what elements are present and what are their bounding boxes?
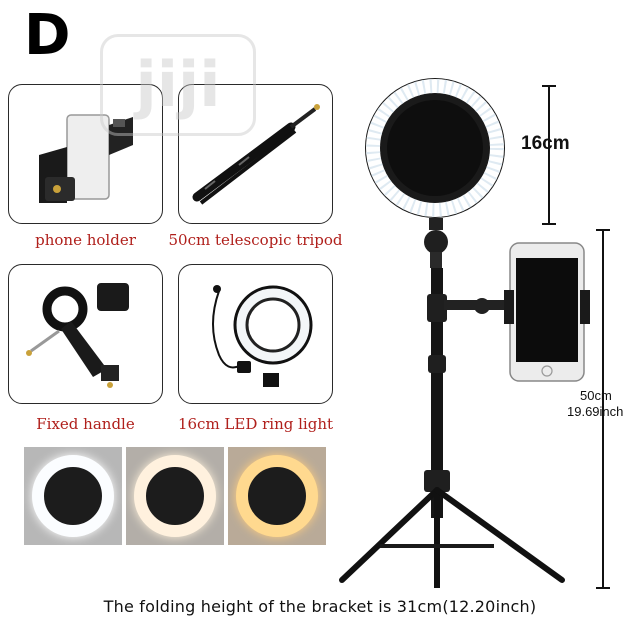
tripod-height-in-label: 19.69inch [567,404,624,419]
watermark-logo: jiji [100,34,256,136]
tripod-image [192,104,320,205]
folding-height-note: The folding height of the bracket is 31c… [103,597,537,616]
phone-holder-image [39,114,133,203]
fixed-handle-caption: Fixed handle [36,415,135,433]
phone-holder-card [8,84,163,224]
light-mode-warm [126,447,224,545]
warm-ring-icon [134,455,216,537]
ring-light-image [212,285,313,387]
light-mode-cool [24,447,122,545]
ring-light-card [178,264,333,404]
phone-holder-caption: phone holder [35,231,136,249]
ring-diameter-label: 16cm [521,133,570,154]
tripod-height-cm-label: 50cm [580,388,612,403]
tripod-card [178,84,333,224]
variant-label: D [24,3,71,68]
fixed-handle-image [26,283,129,388]
cool-ring-icon [32,455,114,537]
light-mode-yellow [228,447,326,545]
ring-light-caption: 16cm LED ring light [177,415,334,433]
ring-light-stand-illustration [339,78,610,589]
yellow-ring-icon [236,455,318,537]
fixed-handle-card [8,264,163,404]
tripod-caption: 50cm telescopic tripod [168,231,343,249]
